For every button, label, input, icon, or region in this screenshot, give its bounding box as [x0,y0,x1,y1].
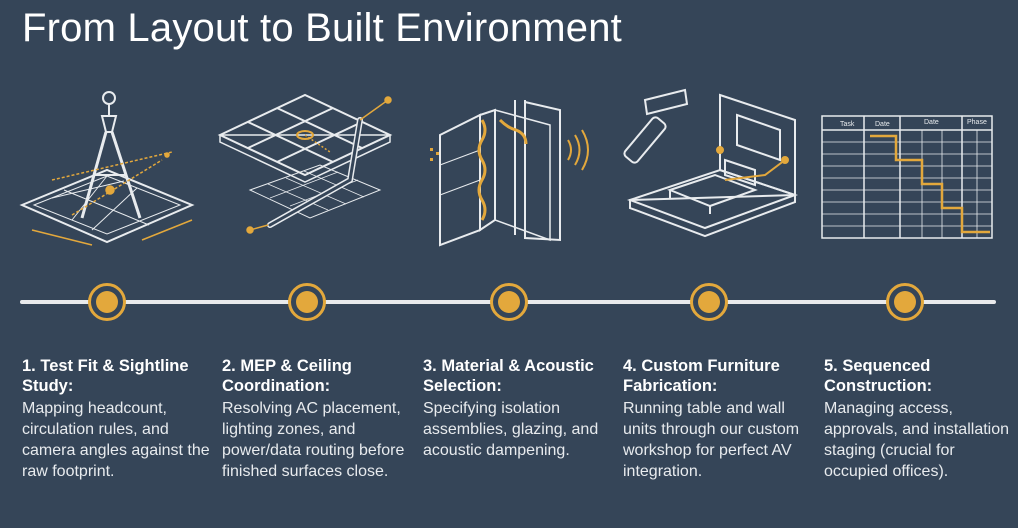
gantt-schedule-icon: Task Date Date Phase [812,80,1002,250]
step-description: Running table and wall units through our… [623,400,800,480]
schedule-header-task: Task [840,121,855,128]
step-title: 5. Sequenced Construction: [824,357,933,395]
step-furniture-fabrication: 4. Custom Furniture Fabrication: Running… [623,356,813,482]
step-description: Mapping headcount, circulation rules, an… [22,400,210,480]
step-title: 4. Custom Furniture Fabrication: [623,357,780,395]
timeline-node-5 [886,283,924,321]
step-mep-coordination: 2. MEP & Ceiling Coordination: Resolving… [222,356,412,482]
page-title: From Layout to Built Environment [22,6,622,50]
wall-assembly-icon [420,80,610,250]
step-material-selection: 3. Material & Acoustic Selection: Specif… [423,356,613,461]
step-description: Resolving AC placement, lighting zones, … [222,400,405,480]
timeline-node-4 [690,283,728,321]
step-title: 1. Test Fit & Sightline Study: [22,357,189,395]
hammer-furniture-icon [615,80,805,250]
step-description: Specifying isolation assemblies, glazing… [423,400,599,459]
step-title: 3. Material & Acoustic Selection: [423,357,594,395]
step-description: Managing access, approvals, and installa… [824,400,1010,480]
step-test-fit: 1. Test Fit & Sightline Study: Mapping h… [22,356,212,482]
schedule-header-phase: Phase [967,119,987,126]
schedule-header-date: Date [875,121,890,128]
ceiling-grid-duct-icon [210,80,400,250]
drafting-compass-floorplan-icon [12,80,202,250]
step-sequenced-construction: 5. Sequenced Construction: Managing acce… [824,356,1014,482]
timeline-node-2 [288,283,326,321]
step-title: 2. MEP & Ceiling Coordination: [222,357,352,395]
timeline-node-1 [88,283,126,321]
schedule-header-date-2: Date [924,119,939,126]
timeline-node-3 [490,283,528,321]
